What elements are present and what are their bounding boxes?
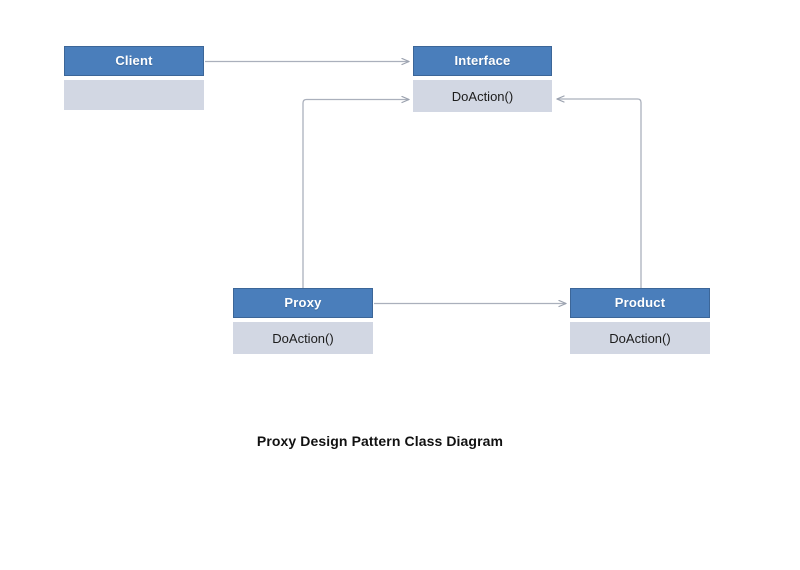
class-member-product-doaction: DoAction() [570,322,710,354]
class-name-client: Client [64,46,204,76]
class-box-interface[interactable]: Interface DoAction() [413,46,552,112]
class-box-product[interactable]: Product DoAction() [570,288,710,354]
class-name-proxy: Proxy [233,288,373,318]
connector-product-to-interface [556,95,642,288]
class-box-client[interactable]: Client [64,46,204,110]
class-member-proxy-doaction: DoAction() [233,322,373,354]
connector-proxy-to-interface [302,95,410,288]
diagram-caption: Proxy Design Pattern Class Diagram [256,433,504,449]
class-members-client [64,80,204,110]
class-name-interface: Interface [413,46,552,76]
class-member-interface-doaction: DoAction() [413,80,552,112]
class-box-proxy[interactable]: Proxy DoAction() [233,288,373,354]
class-name-product: Product [570,288,710,318]
